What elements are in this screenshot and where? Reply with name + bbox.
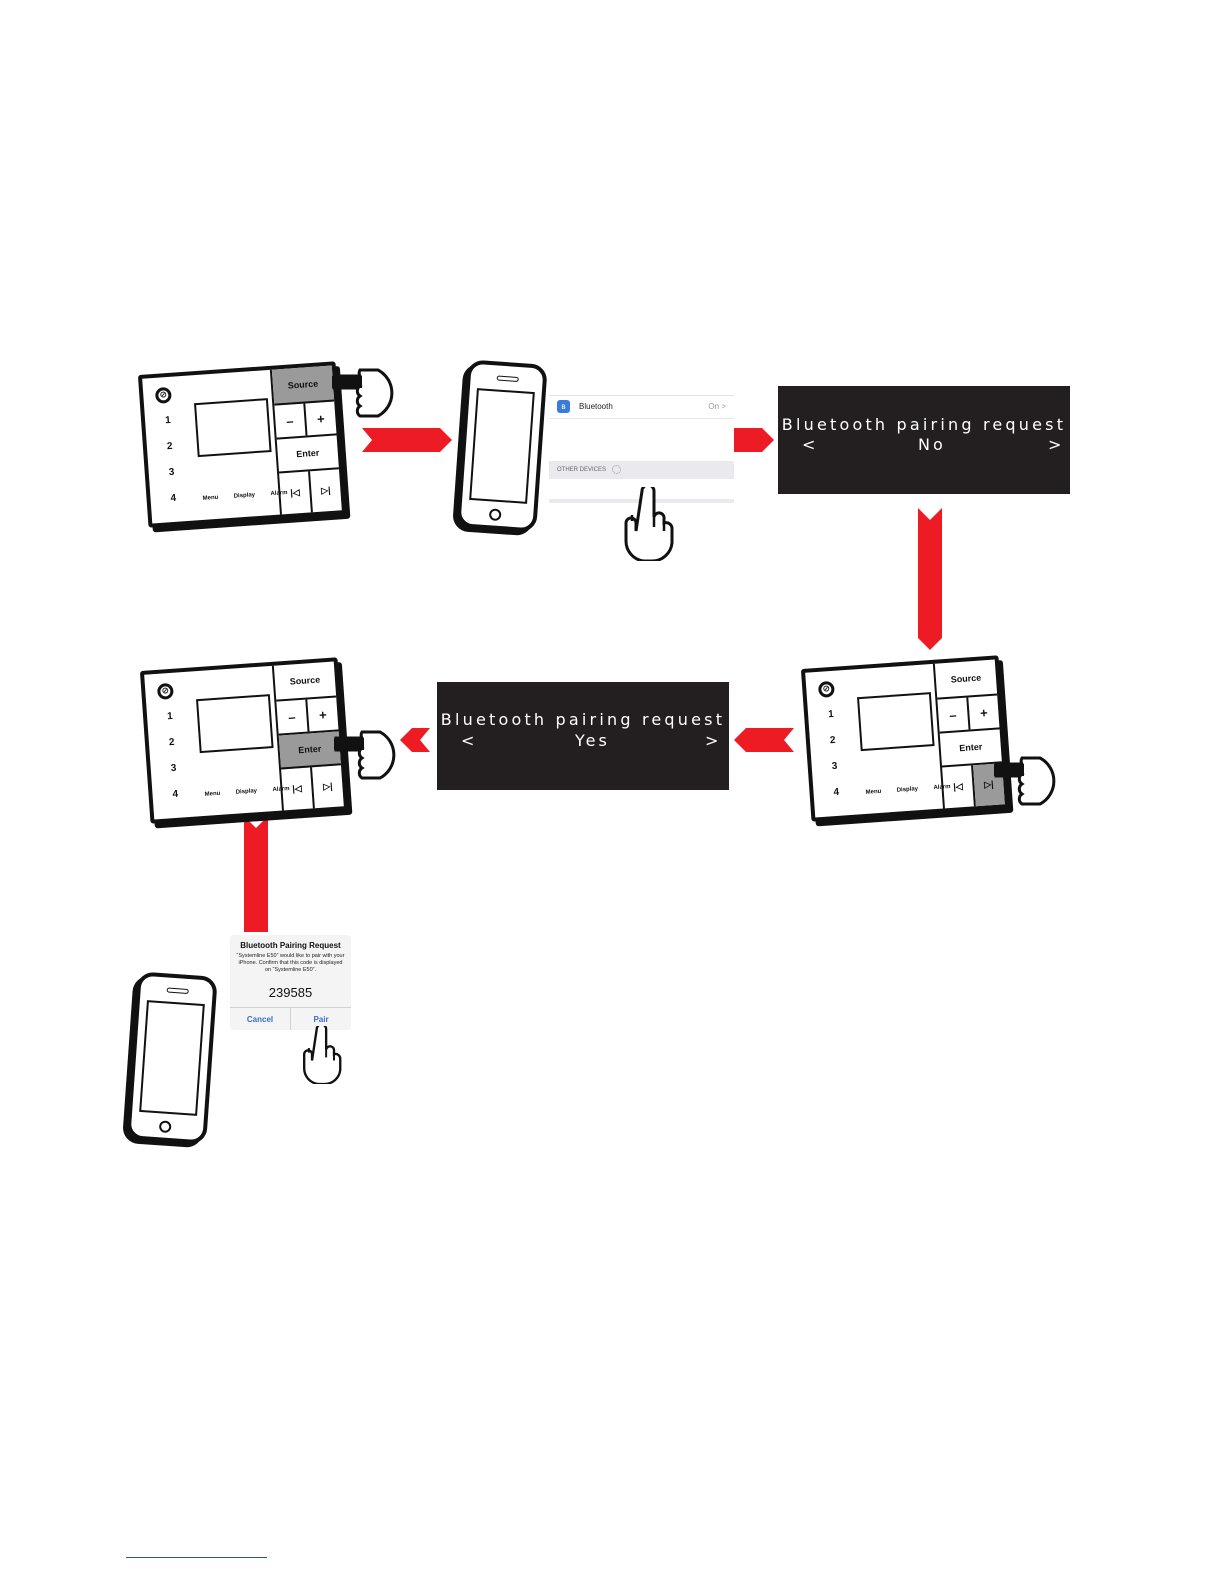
dialog-title: Bluetooth Pairing Request: [240, 941, 341, 950]
minus-button[interactable]: –: [274, 403, 308, 438]
prev-button[interactable]: |◁: [281, 767, 315, 811]
brand-logo-icon: ⊘: [156, 682, 174, 700]
cancel-button[interactable]: Cancel: [230, 1008, 291, 1030]
volume-buttons: – +: [276, 697, 339, 736]
tapping-hand-icon: [303, 1026, 342, 1084]
preset-4[interactable]: 4: [833, 786, 840, 799]
pairing-display-yes: Bluetooth pairing request < Yes >: [437, 682, 729, 790]
phone-screen: [139, 1000, 205, 1116]
preset-1[interactable]: 1: [164, 414, 172, 427]
minus-button[interactable]: –: [937, 697, 971, 732]
display-button[interactable]: Display: [896, 786, 919, 794]
arrow-right-1: [362, 428, 452, 452]
display-button[interactable]: Display: [233, 492, 256, 500]
volume-buttons: – +: [274, 401, 337, 440]
loading-spinner-icon: [612, 465, 621, 474]
dialog-message: “Systemline E50” would like to pair with…: [236, 953, 345, 973]
pointing-hand-icon: [334, 730, 396, 780]
display-button[interactable]: Display: [235, 788, 258, 796]
bluetooth-status: On >: [708, 402, 726, 411]
phone-home-button[interactable]: [488, 508, 502, 522]
preset-buttons: 1 2 3 4: [165, 414, 184, 519]
brand-logo-icon: ⊘: [817, 680, 835, 698]
arrow-down-2: [244, 816, 268, 932]
phone-step7: [126, 971, 218, 1145]
phone-step2: [456, 359, 548, 533]
pairing-request-title: Bluetooth pairing request: [440, 710, 726, 729]
menu-row: Menu Display Alarm: [202, 490, 287, 502]
menu-row: Menu Display Alarm: [865, 784, 950, 796]
prev-option-indicator: <: [461, 731, 478, 750]
next-option-indicator: >: [705, 731, 722, 750]
brand-logo-icon: ⊘: [154, 386, 172, 404]
pair-button[interactable]: Pair: [313, 1014, 329, 1024]
menu-button[interactable]: Menu: [202, 494, 219, 502]
volume-buttons: – +: [937, 695, 1000, 734]
menu-button[interactable]: Menu: [865, 788, 882, 796]
other-devices-header: OTHER DEVICES: [549, 461, 734, 479]
control-panel-step4: ⊘ 1 2 3 4 Menu Display Alarm Source – + …: [800, 655, 1010, 822]
panel-lcd: [857, 692, 935, 752]
preset-2[interactable]: 2: [166, 440, 173, 453]
control-panel-step1: ⊘ 1 2 3 4 Menu Display Alarm Source – + …: [137, 361, 347, 528]
pointing-hand-icon: [994, 756, 1056, 806]
preset-buttons: 1 2 3 4: [167, 710, 186, 815]
bluetooth-settings-snippet: ʙ Bluetooth On > OTHER DEVICES: [549, 393, 734, 505]
pointing-hand-icon: [332, 368, 394, 418]
menu-row: Menu Display Alarm: [204, 786, 289, 798]
pairing-option-value: Yes: [575, 731, 610, 750]
preset-3[interactable]: 3: [170, 762, 177, 775]
bluetooth-row[interactable]: ʙ Bluetooth On >: [549, 395, 734, 419]
phone-speaker: [496, 375, 519, 382]
footer-link-underline: [126, 1557, 267, 1558]
source-button[interactable]: Source: [271, 365, 335, 406]
source-button[interactable]: Source: [934, 659, 998, 700]
next-button[interactable]: ▷|: [320, 484, 331, 496]
tapping-hand-icon: [624, 487, 674, 561]
prev-button[interactable]: |◁: [942, 765, 976, 809]
phone-speaker: [166, 987, 189, 994]
pairing-request-dialog: Bluetooth Pairing Request “Systemline E5…: [230, 935, 351, 1030]
preset-1[interactable]: 1: [166, 710, 174, 723]
bluetooth-label: Bluetooth: [579, 402, 613, 411]
bluetooth-icon: ʙ: [557, 400, 570, 413]
minus-button[interactable]: –: [276, 699, 310, 734]
pairing-display-no: Bluetooth pairing request < No >: [778, 386, 1070, 494]
prev-button[interactable]: |◁: [279, 471, 313, 515]
pairing-code: 239585: [268, 985, 313, 1000]
pairing-option-value: No: [918, 435, 946, 454]
preset-4[interactable]: 4: [172, 788, 179, 801]
arrow-left-2: [400, 728, 430, 752]
dialog-buttons: Cancel Pair: [230, 1007, 351, 1030]
menu-button[interactable]: Menu: [204, 790, 221, 798]
source-button[interactable]: Source: [273, 661, 337, 702]
panel-lcd: [194, 398, 272, 458]
track-buttons: |◁ ▷|: [279, 469, 342, 515]
pairing-request-title: Bluetooth pairing request: [781, 415, 1067, 434]
preset-2[interactable]: 2: [829, 734, 836, 747]
prev-option-indicator: <: [802, 435, 819, 454]
next-option-indicator: >: [1048, 435, 1065, 454]
plus-button[interactable]: +: [979, 704, 989, 721]
arrow-down-1: [918, 508, 942, 650]
enter-button[interactable]: Enter: [276, 435, 339, 474]
preset-3[interactable]: 3: [831, 760, 838, 773]
enter-button[interactable]: Enter: [939, 729, 1002, 768]
preset-2[interactable]: 2: [168, 736, 175, 749]
preset-3[interactable]: 3: [168, 466, 175, 479]
preset-1[interactable]: 1: [827, 708, 835, 721]
control-panel-step6: ⊘ 1 2 3 4 Menu Display Alarm Source – + …: [139, 657, 349, 824]
phone-home-button[interactable]: [158, 1120, 172, 1134]
phone-screen: [469, 388, 535, 504]
preset-buttons: 1 2 3 4: [828, 708, 847, 813]
other-devices-label: OTHER DEVICES: [557, 467, 607, 473]
panel-lcd: [196, 694, 274, 754]
arrow-left-1: [734, 728, 794, 752]
enter-button[interactable]: Enter: [278, 731, 341, 770]
preset-4[interactable]: 4: [170, 492, 177, 505]
